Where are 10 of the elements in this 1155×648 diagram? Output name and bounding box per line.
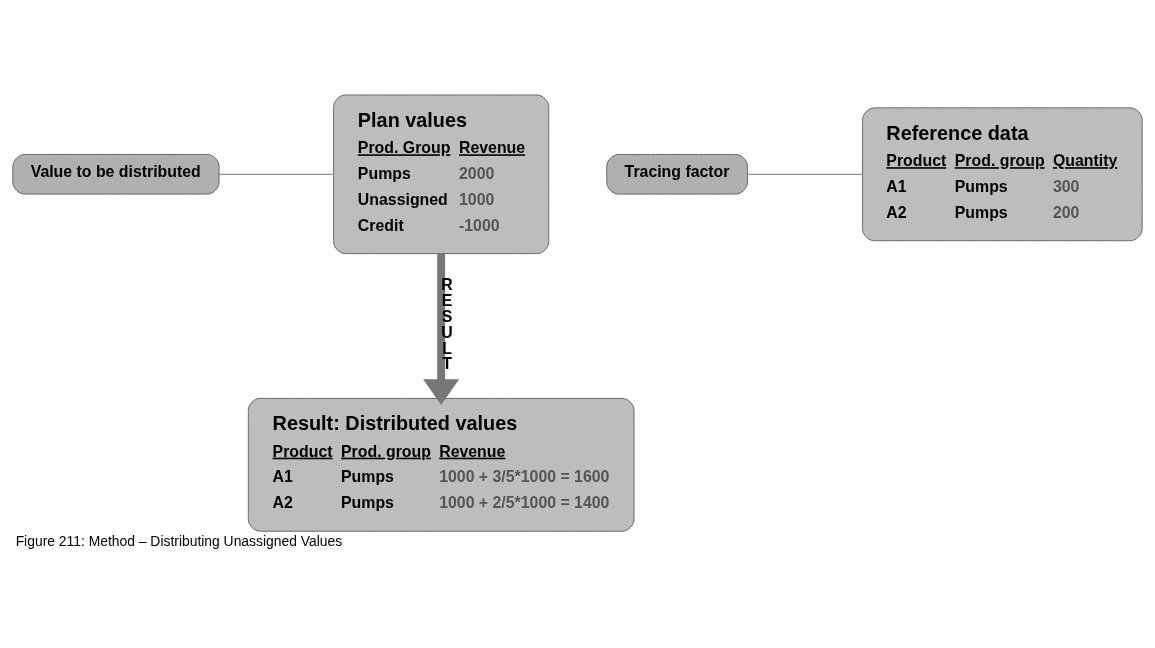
arrow: [423, 253, 460, 405]
node-box: Reference data Product Prod. group Quantity A1 Pumps 300 A2 Pumps 200: [862, 106, 1143, 241]
connector: [747, 173, 863, 175]
edge-label: RESULT: [441, 275, 453, 372]
caption: Figure 211: Method – Distributing Unassigned Values: [15, 532, 343, 549]
connector: [218, 173, 334, 175]
node-box: Value to be distributed: [12, 153, 220, 195]
node-box: Tracing factor: [606, 153, 749, 195]
node-box: Plan values Prod. Group Revenue Pumps 2000 Unassigned 1000 Credit -1000: [333, 93, 550, 254]
node-box: Result: Distributed values Product Prod. group Revenue A1 Pumps 1000 + 3/5*1000 = 1600 A2 Pumps 1000 + 2/5*1000 = 1400: [247, 397, 635, 532]
